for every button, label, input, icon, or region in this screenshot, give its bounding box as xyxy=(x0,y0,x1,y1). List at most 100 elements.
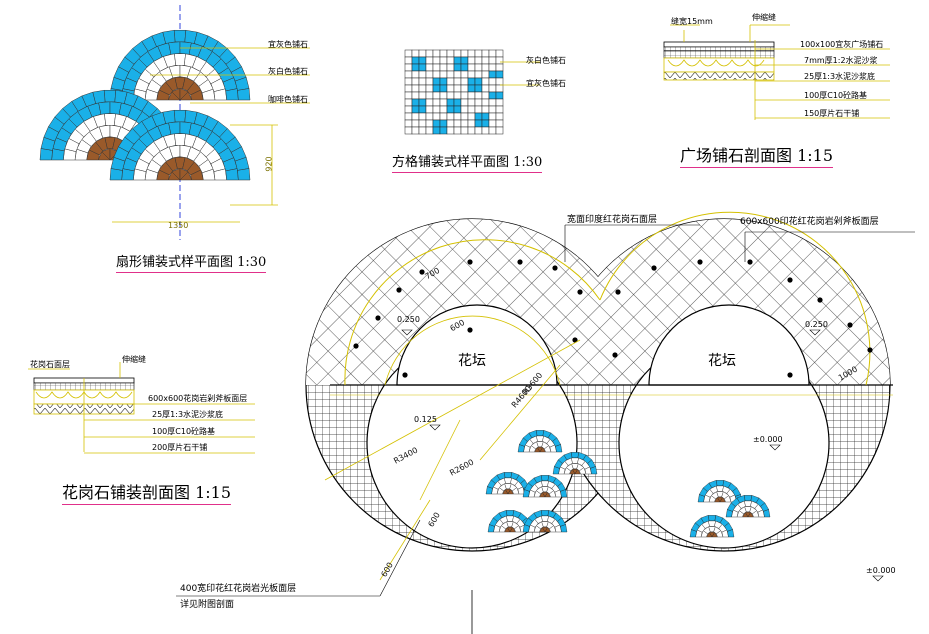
grid-tile xyxy=(467,84,476,93)
grid-tile xyxy=(446,119,455,128)
grid-tile xyxy=(460,84,469,93)
joint-dot xyxy=(572,337,578,343)
grid-tile xyxy=(439,105,448,114)
plaza-layer-2: 7mm厚1:2水泥沙浆 xyxy=(804,56,878,65)
grid-tile xyxy=(418,56,427,65)
grid-tile xyxy=(446,105,455,114)
joint-dot xyxy=(867,347,873,353)
grid-tile xyxy=(411,126,420,135)
grid-tile xyxy=(411,105,420,114)
fan-unit xyxy=(109,29,251,101)
fan-label-brown: 咖啡色铺石 xyxy=(268,95,308,104)
fan-unit xyxy=(109,109,251,181)
grid-tile xyxy=(488,63,497,72)
grid-tile xyxy=(432,63,441,72)
mini-fan-stone xyxy=(715,480,725,486)
fan-unit xyxy=(39,89,181,161)
grid-tile xyxy=(404,49,413,58)
grid-tile xyxy=(460,126,469,135)
grid-tile xyxy=(481,77,490,86)
grid-tile xyxy=(418,98,427,107)
grid-tile xyxy=(418,84,427,93)
plaza-paving-section xyxy=(663,24,890,120)
joint-dot xyxy=(375,315,381,321)
grid-tile xyxy=(460,119,469,128)
granite-layer-3: 100厚C10砼路基 xyxy=(152,427,216,436)
grid-tile xyxy=(481,56,490,65)
mini-fan-stone xyxy=(507,488,514,495)
bottom-note-2: 详见附图剖面 xyxy=(180,600,235,610)
grid-tile xyxy=(495,56,504,65)
fan-stone xyxy=(174,53,186,66)
mini-fan xyxy=(522,510,568,533)
grid-tile xyxy=(446,56,455,65)
grid-tile xyxy=(481,119,490,128)
grid-tile xyxy=(411,63,420,72)
mini-fan-stone xyxy=(707,515,717,521)
joint-dot xyxy=(847,322,853,328)
grid-tile xyxy=(404,56,413,65)
grid-tile xyxy=(446,84,455,93)
grid-tile xyxy=(404,84,413,93)
grid-tile xyxy=(425,112,434,121)
fan-stone xyxy=(174,133,186,146)
granite-layer-4: 200厚片石干铺 xyxy=(152,443,208,452)
grid-tile xyxy=(425,91,434,100)
joint-dot xyxy=(612,352,618,358)
grid-tile xyxy=(425,119,434,128)
grid-tile xyxy=(481,49,490,58)
joint-dot xyxy=(615,289,621,295)
grid-tile xyxy=(488,98,497,107)
grid-tile xyxy=(481,63,490,72)
mini-fan-stone xyxy=(743,495,753,501)
mini-fan-stone xyxy=(560,489,568,498)
level-inner-left: 0.125 xyxy=(414,415,437,424)
mini-fan-stone xyxy=(509,526,516,533)
grid-tile xyxy=(474,56,483,65)
fan-dim-width: 1350 xyxy=(168,221,189,230)
fan-stone xyxy=(179,171,193,181)
grid-tile xyxy=(404,119,413,128)
fan-pattern-plan xyxy=(39,5,310,240)
grid-tile xyxy=(495,105,504,114)
grid-tile xyxy=(439,112,448,121)
grid-tile xyxy=(425,63,434,72)
fan-stone xyxy=(168,121,181,135)
grid-tile xyxy=(404,63,413,72)
grid-tile xyxy=(453,84,462,93)
grid-tile xyxy=(488,91,497,100)
grid-tile xyxy=(453,49,462,58)
fan-stone xyxy=(237,168,251,181)
grid-tile xyxy=(446,91,455,100)
grid-tile xyxy=(432,119,441,128)
grid-tile xyxy=(488,126,497,135)
grid-tile xyxy=(495,98,504,107)
joint-dot xyxy=(467,327,473,333)
grid-tile xyxy=(481,112,490,121)
grid-tile xyxy=(418,77,427,86)
grid-tile xyxy=(446,98,455,107)
mini-fan-stone xyxy=(570,452,580,458)
grid-tile xyxy=(495,126,504,135)
grid-tile xyxy=(467,70,476,79)
mini-fan-stone xyxy=(727,529,735,538)
fan-stone xyxy=(103,89,117,103)
fan-label-white: 灰白色铺石 xyxy=(268,67,308,76)
grid-tile xyxy=(481,70,490,79)
grid-tile xyxy=(439,56,448,65)
grid-tile xyxy=(439,119,448,128)
grid-tile xyxy=(474,77,483,86)
joint-dot xyxy=(396,287,402,293)
grid-tile xyxy=(411,70,420,79)
grid-tile xyxy=(418,105,427,114)
mini-fan-stone xyxy=(711,531,718,538)
grid-tile xyxy=(460,49,469,58)
fan-label-gray: 宜灰色铺石 xyxy=(268,40,308,49)
joint-dot xyxy=(419,269,425,275)
plaza-layer-3: 25厚1:3水泥沙浆底 xyxy=(804,72,876,81)
grid-tile xyxy=(411,91,420,100)
grid-tile xyxy=(474,105,483,114)
grid-tile xyxy=(432,105,441,114)
grid-tile xyxy=(425,98,434,107)
grid-tile xyxy=(481,126,490,135)
